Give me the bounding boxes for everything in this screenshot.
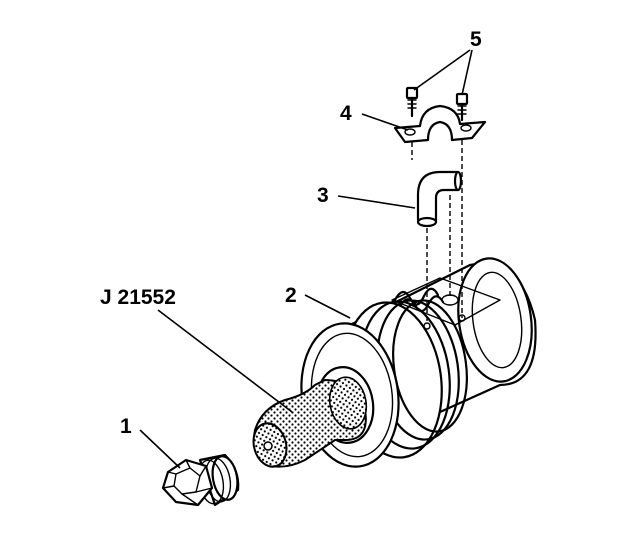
plug-bolt bbox=[161, 453, 240, 507]
screw-right bbox=[455, 92, 469, 122]
assembly-guide-lines bbox=[411, 140, 463, 322]
leader-5a bbox=[413, 49, 471, 91]
callout-3: 3 bbox=[317, 184, 329, 207]
tool-j21552 bbox=[252, 376, 368, 468]
leader-tool bbox=[157, 309, 293, 413]
leader-2 bbox=[304, 294, 351, 319]
callout-5: 5 bbox=[470, 28, 482, 51]
leader-3 bbox=[337, 195, 416, 209]
callout-4: 4 bbox=[340, 102, 352, 125]
clamp-bracket bbox=[393, 104, 487, 144]
curved-pipe bbox=[416, 170, 463, 228]
leader-5b bbox=[461, 49, 473, 96]
callout-2: 2 bbox=[285, 284, 297, 307]
leader-4 bbox=[361, 113, 409, 131]
callout-1: 1 bbox=[120, 415, 132, 438]
screw-left bbox=[405, 86, 419, 118]
tool-label: J 21552 bbox=[100, 286, 176, 309]
leader-1 bbox=[139, 429, 181, 469]
